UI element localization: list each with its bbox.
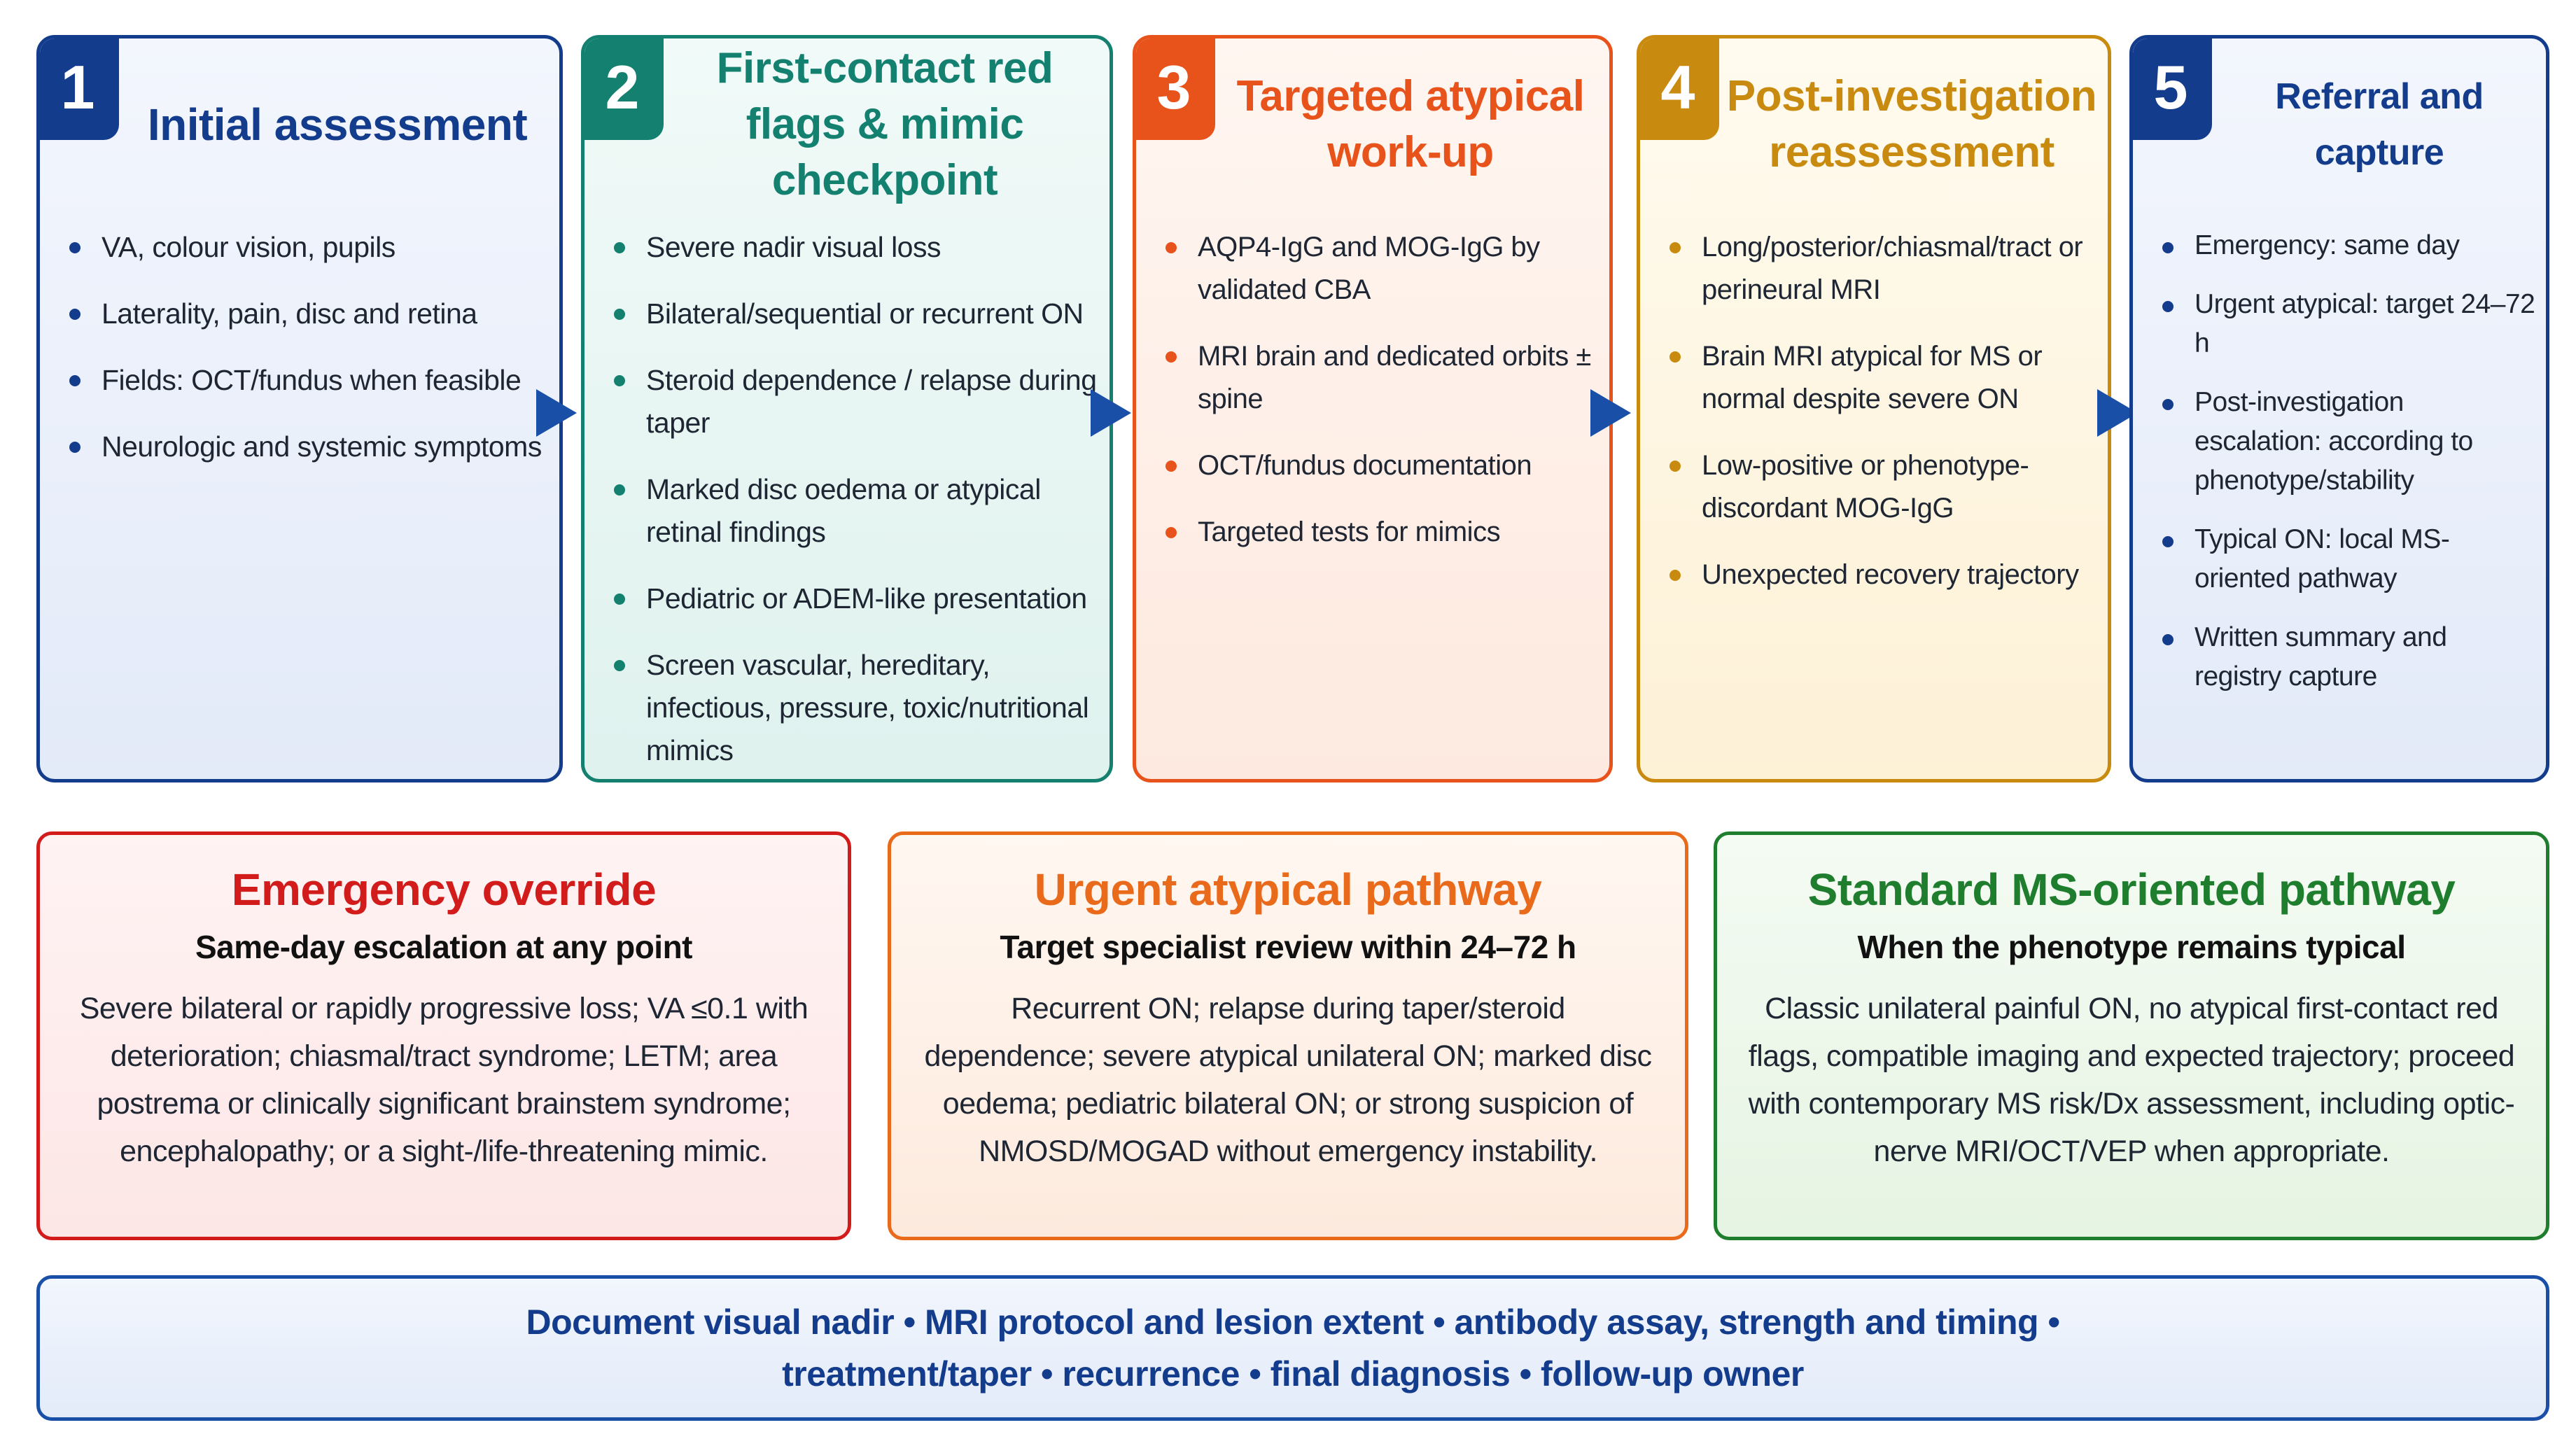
step-number-badge: 2 bbox=[584, 38, 664, 140]
list-item: AQP4-IgG and MOG-IgG by validated CBA bbox=[1164, 226, 1600, 311]
list-item: Long/posterior/chiasmal/tract or perineu… bbox=[1668, 226, 2098, 311]
step-number-badge: 3 bbox=[1136, 38, 1215, 140]
pathway-title: Standard MS-oriented pathway bbox=[1807, 864, 2456, 915]
list-item: Marked disc oedema or atypical retinal f… bbox=[612, 468, 1100, 554]
banner-text: Document visual nadir • MRI protocol and… bbox=[526, 1303, 2060, 1394]
pathway-body: Severe bilateral or rapidly progressive … bbox=[79, 992, 808, 1168]
list-item: MRI brain and dedicated orbits ± spine bbox=[1164, 335, 1600, 421]
pathway-subtitle: When the phenotype remains typical bbox=[1857, 929, 2406, 965]
pathway-emergency-override: Emergency override Same-day escalation a… bbox=[36, 831, 851, 1240]
step-number-badge: 4 bbox=[1640, 38, 1719, 140]
list-item: Low-positive or phenotype-discordant MOG… bbox=[1668, 444, 2098, 530]
step-item-list: VA, colour vision, pupils Laterality, pa… bbox=[68, 226, 550, 492]
step-item-list: Long/posterior/chiasmal/tract or perineu… bbox=[1668, 226, 2098, 620]
right-arrow-icon bbox=[536, 389, 577, 437]
list-item: Screen vascular, hereditary, infectious,… bbox=[612, 644, 1100, 772]
pathway-body: Classic unilateral painful ON, no atypic… bbox=[1748, 992, 2515, 1168]
pathway-subtitle: Same-day escalation at any point bbox=[195, 929, 693, 965]
step-title: First-contact red flags & mimic checkpoi… bbox=[716, 44, 1054, 204]
list-item: Typical ON: local MS-oriented pathway bbox=[2161, 520, 2536, 598]
list-item: Steroid dependence / relapse during tape… bbox=[612, 359, 1100, 444]
step-number-badge: 1 bbox=[40, 38, 119, 140]
step-item-list: AQP4-IgG and MOG-IgG by validated CBA MR… bbox=[1164, 226, 1600, 577]
pathway-standard-ms: Standard MS-oriented pathway When the ph… bbox=[1714, 831, 2549, 1240]
list-item: Written summary and registry capture bbox=[2161, 618, 2536, 696]
list-item: Laterality, pain, disc and retina bbox=[68, 293, 550, 335]
list-item: Brain MRI atypical for MS or normal desp… bbox=[1668, 335, 2098, 421]
step-number-badge: 5 bbox=[2133, 38, 2212, 140]
right-arrow-icon bbox=[1091, 389, 1131, 437]
step-title: Referral and capture bbox=[2275, 76, 2484, 173]
pathway-body: Recurrent ON; relapse during taper/stero… bbox=[924, 992, 1652, 1168]
pathway-subtitle: Target specialist review within 24–72 h bbox=[1000, 929, 1576, 965]
list-item: Urgent atypical: target 24–72 h bbox=[2161, 285, 2536, 363]
list-item: Fields: OCT/fundus when feasible bbox=[68, 359, 550, 402]
step-title: Initial assessment bbox=[147, 99, 528, 150]
list-item: Pediatric or ADEM-like presentation bbox=[612, 577, 1100, 620]
step-reassessment: 4 Post-investigation reassessment Long/p… bbox=[1637, 35, 2111, 782]
pathway-urgent-atypical: Urgent atypical pathway Target specialis… bbox=[888, 831, 1688, 1240]
right-arrow-icon bbox=[1590, 389, 1631, 437]
list-item: Targeted tests for mimics bbox=[1164, 511, 1600, 554]
list-item: Neurologic and systemic symptoms bbox=[68, 426, 550, 468]
list-item: OCT/fundus documentation bbox=[1164, 444, 1600, 487]
list-item: Unexpected recovery trajectory bbox=[1668, 554, 2098, 596]
list-item: Severe nadir visual loss bbox=[612, 226, 1100, 269]
step-initial-assessment: 1 Initial assessment VA, colour vision, … bbox=[36, 35, 563, 782]
step-item-list: Emergency: same day Urgent atypical: tar… bbox=[2161, 226, 2536, 716]
documentation-banner: Document visual nadir • MRI protocol and… bbox=[36, 1275, 2549, 1421]
list-item: VA, colour vision, pupils bbox=[68, 226, 550, 269]
list-item: Emergency: same day bbox=[2161, 226, 2536, 265]
step-title: Post-investigation reassessment bbox=[1726, 72, 2097, 176]
list-item: Bilateral/sequential or recurrent ON bbox=[612, 293, 1100, 335]
step-referral-capture: 5 Referral and capture Emergency: same d… bbox=[2129, 35, 2549, 782]
step-red-flags: 2 First-contact red flags & mimic checkp… bbox=[581, 35, 1113, 782]
step-item-list: Severe nadir visual loss Bilateral/seque… bbox=[612, 226, 1100, 779]
step-title: Targeted atypical work-up bbox=[1236, 72, 1585, 176]
step-atypical-workup: 3 Targeted atypical work-up AQP4-IgG and… bbox=[1133, 35, 1613, 782]
list-item: Post-investigation escalation: according… bbox=[2161, 383, 2536, 500]
pathway-title: Urgent atypical pathway bbox=[1034, 864, 1542, 915]
pathway-title: Emergency override bbox=[231, 864, 657, 915]
